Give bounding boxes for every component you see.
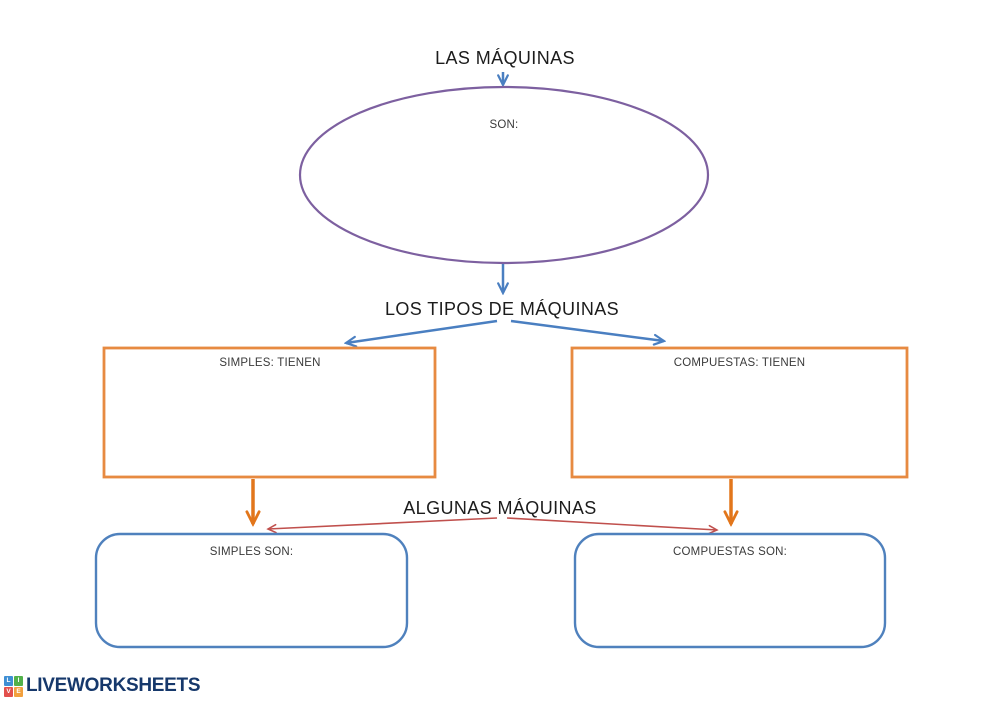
liveworksheets-wordmark: LIVEWORKSHEETS xyxy=(26,675,201,696)
arrow-examples-to-simple-answers xyxy=(268,517,498,529)
compound-answers-box-label: COMPUESTAS SON: xyxy=(673,546,787,558)
page-title: LAS MÁQUINAS xyxy=(435,48,575,68)
ellipse-label: SON: xyxy=(489,119,519,131)
simple-answers-box xyxy=(94,532,409,649)
compound-answers-box xyxy=(573,532,887,649)
son-ellipse xyxy=(298,85,710,265)
arrow-examples-to-compound-answers xyxy=(506,517,717,530)
logo-tile-l: L xyxy=(4,675,13,686)
liveworksheets-logo-icon: L I V E xyxy=(4,675,23,697)
simple-type-box-label: SIMPLES: TIENEN xyxy=(219,357,321,369)
examples-heading: ALGUNAS MÁQUINAS xyxy=(403,498,597,518)
ellipse-answer-area[interactable] xyxy=(345,138,665,248)
types-heading: LOS TIPOS DE MÁQUINAS xyxy=(384,299,620,319)
compound-answers-area[interactable] xyxy=(582,564,878,640)
arrow-types-to-simple-box xyxy=(346,319,498,343)
compound-type-box-label: COMPUESTAS: TIENEN xyxy=(673,357,806,369)
compound-type-box xyxy=(570,346,909,479)
logo-tile-i: I xyxy=(14,675,23,686)
logo-tile-v: V xyxy=(4,686,13,697)
simple-type-answer-area[interactable] xyxy=(110,376,430,472)
simple-answers-area[interactable] xyxy=(104,564,400,640)
logo-tile-e: E xyxy=(14,686,23,697)
simple-answers-box-label: SIMPLES SON: xyxy=(209,546,294,558)
compound-type-answer-area[interactable] xyxy=(578,376,902,472)
simple-type-box xyxy=(102,346,437,479)
liveworksheets-logo[interactable]: L I V E LIVEWORKSHEETS xyxy=(4,675,201,697)
arrow-types-to-compound-box xyxy=(510,319,664,341)
